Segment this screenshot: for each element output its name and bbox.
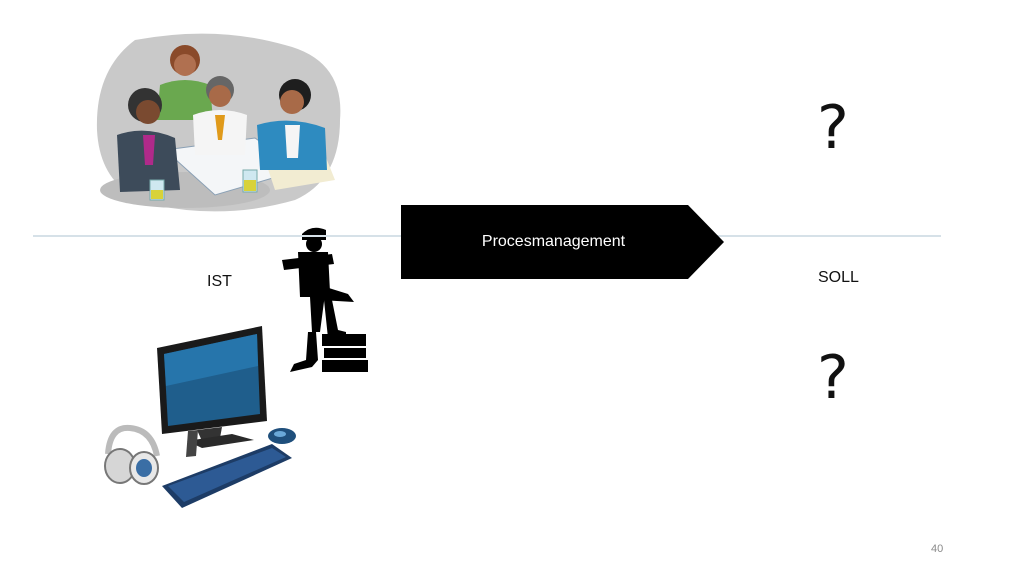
worker-statue-icon	[282, 227, 368, 372]
soll-label: SOLL	[818, 269, 859, 286]
question-mark-top: ?	[817, 93, 849, 163]
computer-workstation-icon	[104, 326, 296, 508]
process-arrow	[401, 205, 724, 279]
page-number: 40	[931, 543, 944, 555]
team-meeting-icon	[96, 33, 341, 212]
process-arrow-label: Procesmanagement	[481, 233, 626, 250]
question-mark-bottom: ?	[817, 343, 849, 413]
ist-label: IST	[207, 273, 232, 290]
